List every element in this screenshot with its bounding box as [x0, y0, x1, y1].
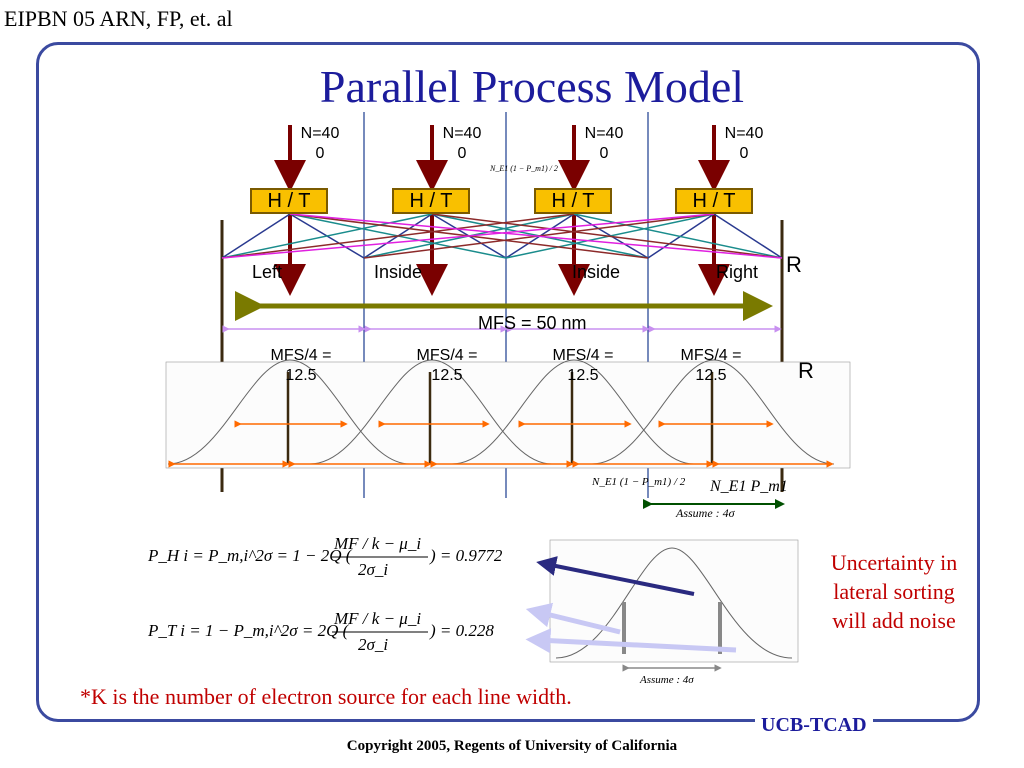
slide-header: EIPBN 05 ARN, FP, et. al	[4, 6, 233, 31]
eq1-lhs: P_H i = P_m,i^2σ = 1 − 2Q (	[148, 546, 352, 565]
mfs-quarter-3: MFS/4 = 12.5	[552, 347, 614, 384]
eq1-denominator: 2σ_i	[358, 560, 389, 579]
eq2-lhs: P_T i = 1 − P_m,i^2σ = 2Q (	[148, 621, 349, 640]
eq1-rhs: ) = 0.9772	[430, 546, 503, 565]
source-count-1: N=40 0	[300, 125, 340, 162]
eq2-numerator: MF / k − μ_i	[334, 609, 422, 628]
footnote: *K is the number of electron source for …	[80, 684, 572, 709]
eq1-numerator: MF / k − μ_i	[334, 534, 422, 553]
uncertainty-note: Uncertainty in lateral sorting will add …	[830, 550, 958, 633]
r-label-mid: R	[798, 358, 814, 383]
eq2-rhs: ) = 0.228	[430, 621, 494, 640]
slide-title: Parallel Process Model	[319, 61, 745, 112]
region-inside-1-label: Inside	[374, 262, 423, 282]
assume-label-right: Assume : 4σ	[676, 506, 735, 520]
small-gaussian-plot	[525, 539, 799, 672]
r-label-top: R	[786, 252, 802, 277]
region-inside-2-label: Inside	[572, 262, 621, 282]
region-left-label: Left	[252, 262, 283, 282]
mfs-quarter-1: MFS/4 = 12.5	[270, 347, 332, 384]
slide-frame	[36, 42, 980, 722]
footer-label: UCB-TCAD	[755, 714, 873, 737]
small-formula-label: N_E1 (1 − P_m1) / 2	[490, 164, 558, 173]
region-right-label: Right	[716, 262, 759, 282]
ht-box-1: H / T	[250, 188, 328, 214]
mfs-quarter-2: MFS/4 = 12.5	[416, 347, 478, 384]
ht-box-3: H / T	[534, 188, 612, 214]
source-count-4: N=40 0	[724, 125, 764, 162]
ht-box-2: H / T	[392, 188, 470, 214]
eq2-denominator: 2σ_i	[358, 635, 389, 654]
assume-label-bottom: Assume : 4σ	[640, 674, 694, 686]
crossing-paths	[221, 213, 783, 259]
source-arrows	[274, 125, 730, 296]
source-count-3: N=40 0	[584, 125, 624, 162]
ht-box-4: H / T	[675, 188, 753, 214]
mfs-total-label: MFS = 50 nm	[478, 313, 587, 333]
formula-np: N_E1 P_m1	[710, 478, 788, 495]
copyright: Copyright 2005, Regents of University of…	[346, 738, 678, 754]
gaussian-plots	[165, 359, 851, 469]
formula-fraction-pair: N_E1 (1 − P_m1) / 2	[592, 476, 686, 488]
source-count-2: N=40 0	[442, 125, 482, 162]
mfs-quarter-4: MFS/4 = 12.5	[680, 347, 742, 384]
